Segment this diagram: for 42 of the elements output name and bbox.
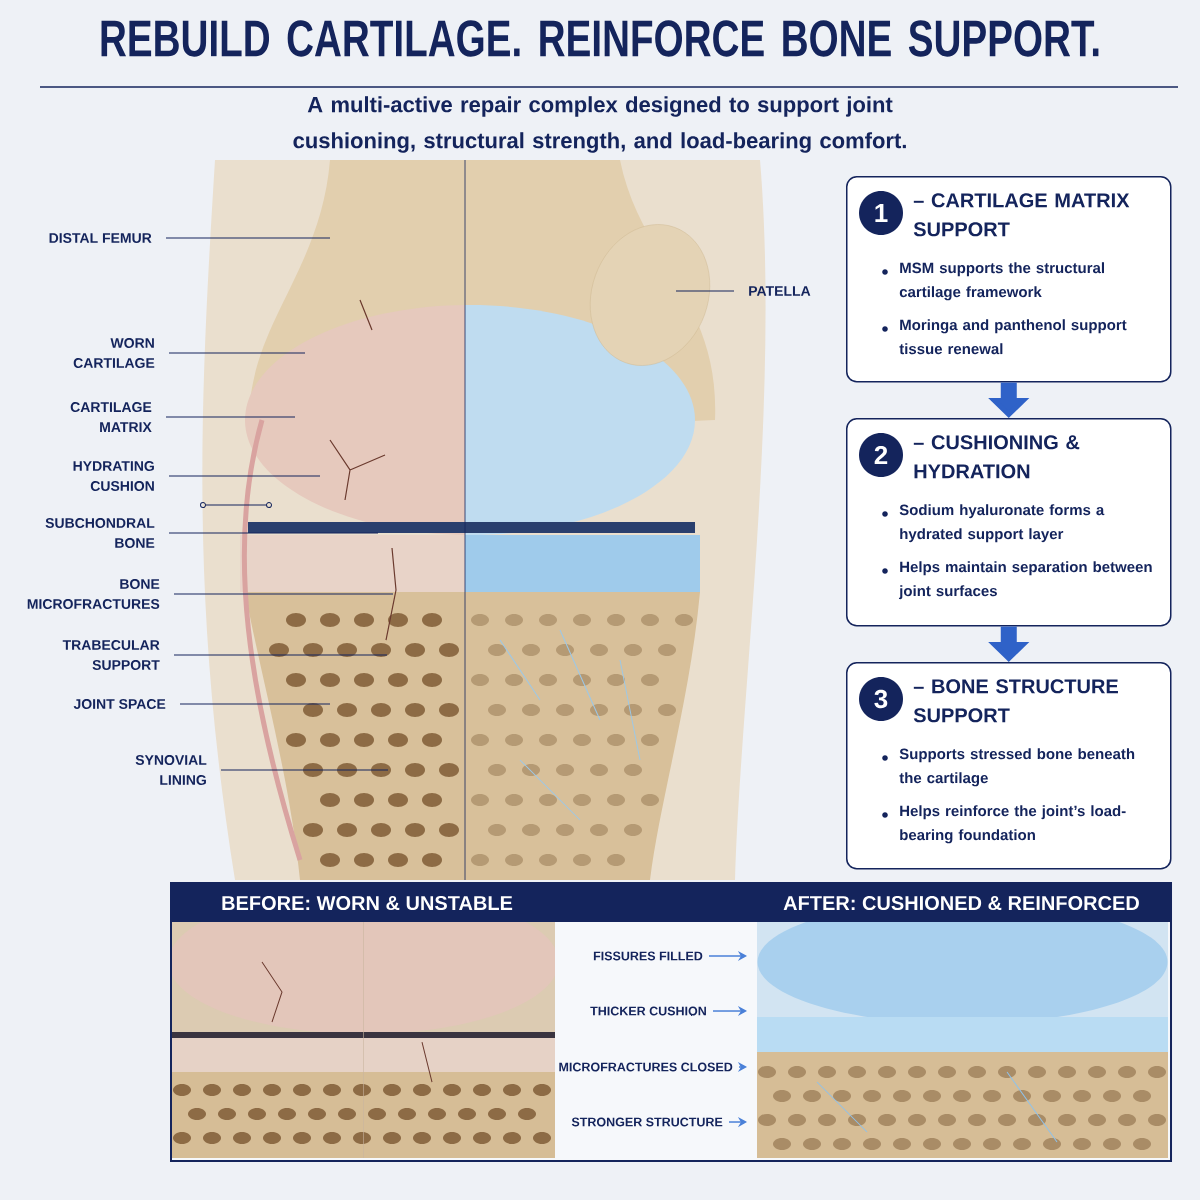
panel-heading: BEFORE: WORN & UNSTABLE xyxy=(222,895,513,911)
leader-line xyxy=(220,769,389,771)
step-number: 1 xyxy=(859,191,903,235)
part-label: SUBCHONDRAL BONE xyxy=(45,518,155,548)
part-label: PATELLA xyxy=(749,286,811,296)
part-label: HYDRATING CUSHION xyxy=(73,461,154,491)
result-label: THICKER CUSHION xyxy=(590,1006,706,1016)
leader-line xyxy=(675,290,735,292)
leader-line xyxy=(165,237,331,239)
part-label: SYNOVIAL LINING xyxy=(135,755,207,785)
bullet-item: Supports stressed bone beneath the cartilage xyxy=(882,748,1135,787)
leader-line xyxy=(173,654,388,656)
leader-line xyxy=(168,352,306,354)
part-label: JOINT SPACE xyxy=(73,699,166,709)
knee-drawing xyxy=(172,922,555,1158)
bullet-item: Sodium hyaluronate forms a hydrated support layer xyxy=(882,504,1105,543)
leader-line xyxy=(168,532,379,534)
result-label: STRONGER STRUCTURE xyxy=(571,1117,723,1127)
panel-heading: AFTER: CUSHIONED & REINFORCED xyxy=(783,895,1139,911)
result-label: FISSURES FILLED xyxy=(593,951,703,961)
step-heading: – BONE STRUCTURE SUPPORT xyxy=(913,679,1118,723)
bullet-item: Helps reinforce the joint’s load-bearing foundation xyxy=(882,805,1126,844)
title: REBUILD CARTILAGE. REINFORCE BONE SUPPORT. xyxy=(101,20,1099,57)
part-label: TRABECULAR SUPPORT xyxy=(62,640,160,670)
knee-drawing xyxy=(757,922,1168,1158)
leader-line xyxy=(168,475,321,477)
part-label: BONE MICROFRACTURES xyxy=(27,579,160,609)
bullet-item: Moringa and panthenol support tissue renewal xyxy=(882,319,1127,355)
step-number: 3 xyxy=(859,677,903,721)
leader-line xyxy=(179,703,331,705)
result-label: MICROFRACTURES CLOSED xyxy=(559,1062,733,1072)
leader-line xyxy=(173,593,394,595)
step-heading: – CARTILAGE MATRIX SUPPORT xyxy=(913,193,1130,237)
bullet-item: Helps maintain separation between joint surfaces xyxy=(882,561,1152,600)
step-heading: – CUSHIONING & HYDRATION xyxy=(913,435,1080,479)
part-label: DISTAL FEMUR xyxy=(49,233,152,243)
leader-line xyxy=(165,416,296,418)
part-label: WORN CARTILAGE xyxy=(73,338,155,368)
part-label: CARTILAGE MATRIX xyxy=(70,402,152,432)
bullet-item: MSM supports the structural cartilage framework xyxy=(882,262,1104,301)
step-number: 2 xyxy=(859,433,903,477)
subtitle: A multi-active repair complex designed to support joint cushioning, structural strength, and load-bearing comfort. xyxy=(293,96,906,153)
